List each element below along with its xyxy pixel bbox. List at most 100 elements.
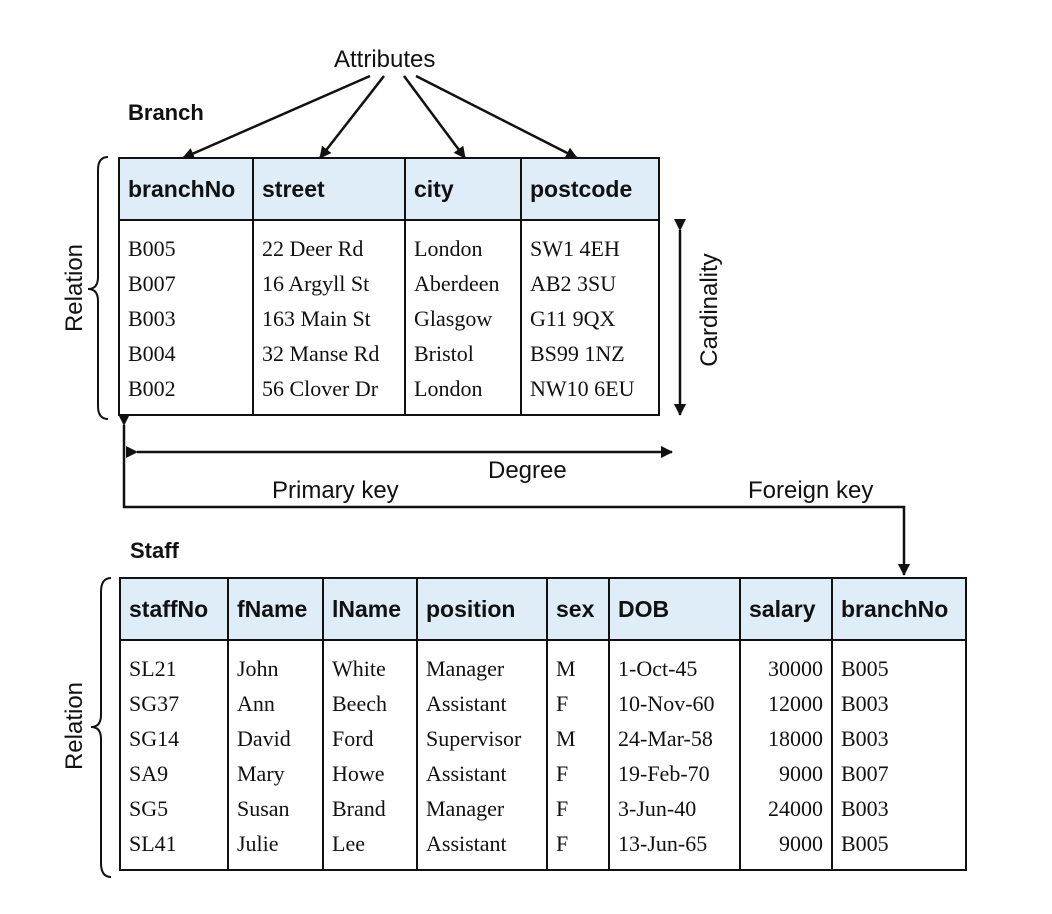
branch-cell: B004 bbox=[118, 336, 254, 371]
branch-table: branchNo street city postcode B005 22 De… bbox=[118, 157, 660, 416]
staff-cell: F bbox=[546, 686, 610, 721]
table-row: SG37 Ann Beech Assistant F 10-Nov-60 120… bbox=[119, 686, 967, 721]
branch-cell: SW1 4EH bbox=[520, 220, 660, 266]
staff-col-header: branchNo bbox=[831, 577, 967, 641]
key-connector-line bbox=[118, 414, 910, 576]
branch-cell: Aberdeen bbox=[404, 266, 522, 301]
staff-cell: Manager bbox=[416, 791, 548, 826]
staff-cell: B003 bbox=[831, 791, 967, 826]
branch-relation-brace bbox=[87, 156, 109, 420]
staff-cell: Assistant bbox=[416, 756, 548, 791]
branch-cell: G11 9QX bbox=[520, 301, 660, 336]
branch-cell: 56 Clover Dr bbox=[252, 371, 406, 415]
attribute-arrow-street bbox=[319, 75, 385, 159]
table-row: B005 22 Deer Rd London SW1 4EH bbox=[118, 220, 660, 266]
staff-cell: B003 bbox=[831, 721, 967, 756]
attribute-arrow-branchno bbox=[182, 74, 371, 160]
staff-relation-brace bbox=[90, 577, 112, 878]
foreign-key-label: Foreign key bbox=[748, 477, 874, 504]
table-row: B003 163 Main St Glasgow G11 9QX bbox=[118, 301, 660, 336]
staff-cell: 10-Nov-60 bbox=[608, 686, 741, 721]
staff-cell: Assistant bbox=[416, 826, 548, 870]
staff-cell: 18000 bbox=[739, 721, 833, 756]
table-row: SL21 John White Manager M 1-Oct-45 30000… bbox=[119, 640, 967, 686]
staff-col-header: DOB bbox=[608, 577, 741, 641]
attribute-arrow-city bbox=[402, 75, 467, 159]
staff-cell: F bbox=[546, 791, 610, 826]
branch-cell: 163 Main St bbox=[252, 301, 406, 336]
table-row: SA9 Mary Howe Assistant F 19-Feb-70 9000… bbox=[119, 756, 967, 791]
attribute-arrow-postcode bbox=[415, 74, 578, 160]
staff-cell: 13-Jun-65 bbox=[608, 826, 741, 870]
staff-cell: SG14 bbox=[119, 721, 229, 756]
branch-cell: Bristol bbox=[404, 336, 522, 371]
branch-cell: London bbox=[404, 220, 522, 266]
primary-key-label: Primary key bbox=[272, 477, 399, 504]
branch-col-header: street bbox=[252, 157, 406, 221]
branch-cell: B002 bbox=[118, 371, 254, 415]
staff-cell: John bbox=[227, 640, 324, 686]
staff-cell: Brand bbox=[322, 791, 418, 826]
staff-cell: 12000 bbox=[739, 686, 833, 721]
attributes-label: Attributes bbox=[334, 46, 436, 73]
staff-cell: 9000 bbox=[739, 826, 833, 870]
staff-col-header: sex bbox=[546, 577, 610, 641]
staff-cell: Ann bbox=[227, 686, 324, 721]
staff-cell: SG5 bbox=[119, 791, 229, 826]
staff-cell: F bbox=[546, 826, 610, 870]
table-row: SG5 Susan Brand Manager F 3-Jun-40 24000… bbox=[119, 791, 967, 826]
staff-cell: SA9 bbox=[119, 756, 229, 791]
staff-cell: Manager bbox=[416, 640, 548, 686]
staff-cell: B005 bbox=[831, 826, 967, 870]
staff-cell: Lee bbox=[322, 826, 418, 870]
branch-col-header: city bbox=[404, 157, 522, 221]
branch-cell: NW10 6EU bbox=[520, 371, 660, 415]
staff-cell: Mary bbox=[227, 756, 324, 791]
staff-cell: 1-Oct-45 bbox=[608, 640, 741, 686]
staff-cell: Assistant bbox=[416, 686, 548, 721]
branch-col-header: branchNo bbox=[118, 157, 254, 221]
staff-cell: Julie bbox=[227, 826, 324, 870]
table-row: SL41 Julie Lee Assistant F 13-Jun-65 900… bbox=[119, 826, 967, 870]
table-row: B002 56 Clover Dr London NW10 6EU bbox=[118, 371, 660, 415]
staff-cell: B007 bbox=[831, 756, 967, 791]
staff-cell: F bbox=[546, 756, 610, 791]
staff-cell: SL41 bbox=[119, 826, 229, 870]
staff-cell: Supervisor bbox=[416, 721, 548, 756]
staff-col-header: fName bbox=[227, 577, 324, 641]
staff-cell: 19-Feb-70 bbox=[608, 756, 741, 791]
staff-cell: 24000 bbox=[739, 791, 833, 826]
branch-cell: Glasgow bbox=[404, 301, 522, 336]
branch-relation-label: Relation bbox=[61, 243, 88, 333]
staff-table: staffNo fName lName position sex DOB sal… bbox=[119, 577, 967, 871]
staff-cell: White bbox=[322, 640, 418, 686]
staff-col-header: salary bbox=[739, 577, 833, 641]
staff-relation-label: Relation bbox=[61, 681, 88, 771]
staff-col-header: lName bbox=[322, 577, 418, 641]
staff-header-row: staffNo fName lName position sex DOB sal… bbox=[119, 577, 967, 641]
branch-header-row: branchNo street city postcode bbox=[118, 157, 660, 221]
branch-cell: 32 Manse Rd bbox=[252, 336, 406, 371]
staff-cell: Susan bbox=[227, 791, 324, 826]
staff-cell: M bbox=[546, 640, 610, 686]
staff-col-header: staffNo bbox=[119, 577, 229, 641]
table-row: B007 16 Argyll St Aberdeen AB2 3SU bbox=[118, 266, 660, 301]
cardinality-label: Cardinality bbox=[696, 253, 723, 367]
degree-label: Degree bbox=[488, 457, 567, 484]
staff-cell: 24-Mar-58 bbox=[608, 721, 741, 756]
branch-cell: B003 bbox=[118, 301, 254, 336]
staff-cell: David bbox=[227, 721, 324, 756]
branch-cell: AB2 3SU bbox=[520, 266, 660, 301]
branch-cell: B005 bbox=[118, 220, 254, 266]
staff-cell: M bbox=[546, 721, 610, 756]
staff-cell: SG37 bbox=[119, 686, 229, 721]
table-row: B004 32 Manse Rd Bristol BS99 1NZ bbox=[118, 336, 660, 371]
table-row: SG14 David Ford Supervisor M 24-Mar-58 1… bbox=[119, 721, 967, 756]
branch-cell: 16 Argyll St bbox=[252, 266, 406, 301]
staff-cell: SL21 bbox=[119, 640, 229, 686]
branch-cell: B007 bbox=[118, 266, 254, 301]
branch-col-header: postcode bbox=[520, 157, 660, 221]
staff-cell: B003 bbox=[831, 686, 967, 721]
branch-cell: BS99 1NZ bbox=[520, 336, 660, 371]
